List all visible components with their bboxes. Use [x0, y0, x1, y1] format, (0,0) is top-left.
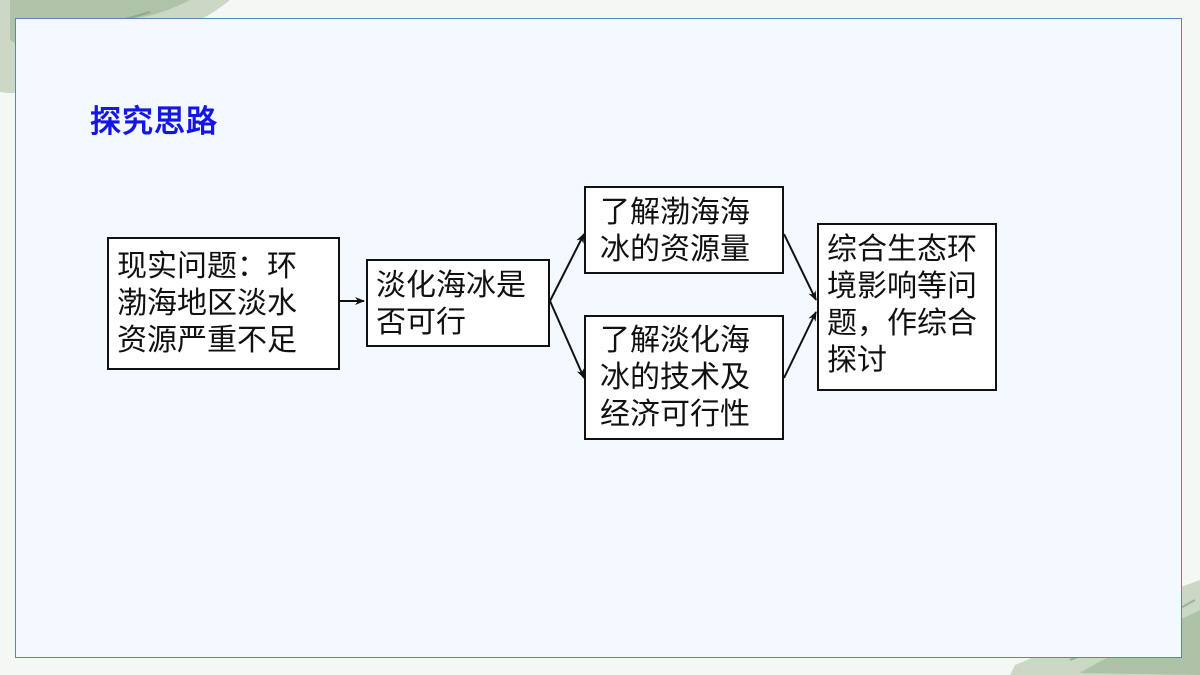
section-title: 探究思路 — [90, 104, 218, 140]
arrow-top-to-conclusion — [783, 233, 817, 301]
branch-top-box: 了解渤海海 冰的资源量 — [584, 186, 784, 274]
problem-box: 现实问题：环 渤海地区淡水 资源严重不足 — [107, 237, 340, 370]
arrow-feasibility-to-top — [549, 233, 585, 302]
branch-top-text: 了解渤海海 冰的资源量 — [600, 195, 750, 267]
branch-bottom-text: 了解淡化海 冰的技术及 经济可行性 — [600, 323, 750, 432]
conclusion-text: 综合生态环 境影响等问 题，作综合 探讨 — [827, 232, 977, 378]
problem-text: 现实问题：环 渤海地区淡水 资源严重不足 — [117, 249, 297, 358]
feasibility-text: 淡化海冰是 否可行 — [376, 268, 526, 340]
arrow-bottom-to-conclusion — [783, 311, 817, 379]
arrow-feasibility-to-bottom — [549, 300, 585, 379]
branch-bottom-box: 了解淡化海 冰的技术及 经济可行性 — [584, 315, 784, 440]
conclusion-box: 综合生态环 境影响等问 题，作综合 探讨 — [817, 223, 997, 391]
feasibility-box: 淡化海冰是 否可行 — [366, 259, 550, 347]
